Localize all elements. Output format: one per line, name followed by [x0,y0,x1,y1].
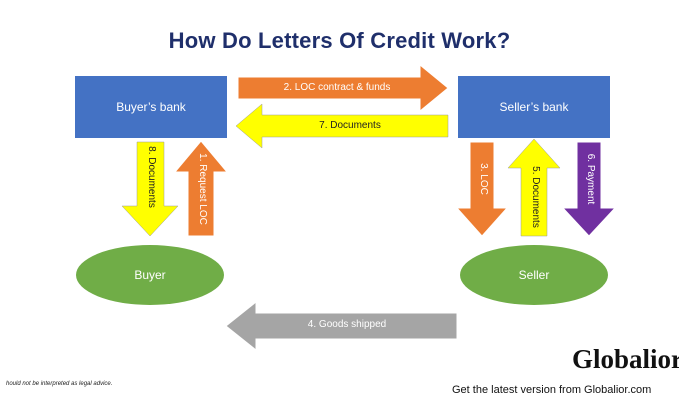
label-goods-shipped: 4. Goods shipped [307,319,387,330]
label-documents-5: 5. Documents [530,166,541,228]
seller-label: Seller [518,268,550,282]
arrow-loc-3 [455,141,509,237]
label-loc-3: 3. LOC [478,163,489,195]
label-documents-7: 7. Documents [319,120,381,131]
buyers-bank-node: Buyer’s bank [75,76,227,138]
sellers-bank-label: Seller’s bank [499,100,569,114]
brand-logo: Globalior [572,344,679,374]
label-loc-contract: 2. LOC contract & funds [283,82,391,93]
seller-node: Seller [460,245,608,305]
arrow-loc-contract [237,63,449,113]
disclaimer-text: hould not be interpreted as legal advice… [6,381,113,387]
arrow-goods-shipped [225,300,458,352]
label-payment: 6. Payment [585,153,596,205]
arrow-request-loc [173,140,229,237]
arrow-documents-7 [235,103,449,149]
buyer-label: Buyer [134,268,166,282]
footer-text: Get the latest version from Globalior.co… [452,384,652,396]
arrow-documents-5 [507,138,561,237]
buyers-bank-label: Buyer’s bank [116,100,186,114]
page-title: How Do Letters Of Credit Work? [168,28,511,53]
buyer-node: Buyer [76,245,224,305]
label-request-loc: 1. Request LOC [197,153,208,225]
arrow-payment [561,141,617,237]
arrow-documents-8 [121,141,179,237]
label-documents-8: 8. Documents [146,146,157,208]
sellers-bank-node: Seller’s bank [458,76,610,138]
